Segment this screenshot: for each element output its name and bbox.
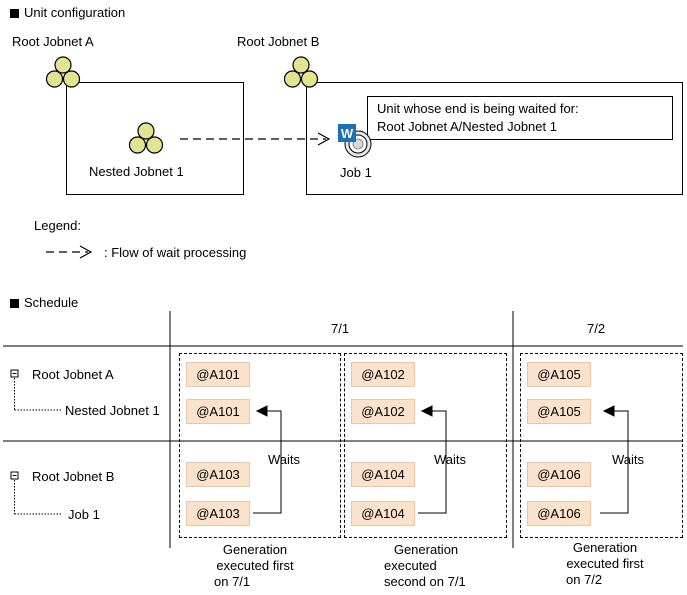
unit-config-heading: Unit configuration: [10, 5, 125, 21]
generation-caption: Generation executed first on 7/1: [210, 542, 300, 590]
generation-group: [520, 353, 683, 538]
bullet-square-icon: [10, 298, 19, 308]
row-label-job: Job 1: [68, 507, 100, 522]
root-jobnet-b-icon: [283, 56, 319, 88]
waits-label: Waits: [268, 452, 301, 467]
generation-box: @A103: [186, 501, 250, 526]
generation-caption: Generation executed second on 7/1: [376, 542, 476, 590]
date-header: 7/1: [331, 321, 350, 336]
caption-line: second on 7/1: [384, 574, 466, 589]
generation-box: @A104: [351, 462, 415, 487]
bullet-square-icon: [10, 8, 19, 18]
wait-target-note-line2: Root Jobnet A/Nested Jobnet 1: [377, 119, 557, 134]
root-jobnet-a-icon: [45, 56, 81, 88]
generation-group: [179, 353, 341, 538]
generation-box: @A104: [351, 501, 415, 526]
schedule-wait-arrows: [253, 405, 629, 514]
job-1-label: Job 1: [340, 165, 372, 180]
nested-jobnet-icon: [128, 122, 164, 154]
caption-line: Generation: [393, 542, 459, 557]
generation-box: @A102: [351, 399, 415, 424]
caption-line: executed first: [216, 558, 294, 573]
legend-arrow-icon: [46, 245, 93, 259]
schedule-grid: [3, 311, 683, 548]
caption-line: Generation: [222, 542, 288, 557]
waits-label: Waits: [612, 452, 645, 467]
schedule-heading-text: Schedule: [24, 295, 79, 310]
generation-box: @A101: [186, 399, 250, 424]
row-label-nested: Nested Jobnet 1: [65, 403, 160, 418]
generation-box: @A102: [351, 362, 415, 387]
caption-line: executed first: [566, 556, 644, 571]
unit-config-heading-text: Unit configuration: [24, 5, 126, 20]
generation-box: @A105: [527, 399, 591, 424]
legend-title: Legend:: [34, 218, 81, 233]
generation-caption: Generation executed first on 7/2: [560, 540, 650, 588]
root-jobnet-b-label: Root Jobnet B: [237, 34, 320, 49]
generation-box: @A103: [186, 462, 250, 487]
caption-line: Generation: [572, 540, 638, 555]
schedule-heading: Schedule: [10, 295, 78, 311]
caption-line: on 7/1: [214, 574, 251, 589]
generation-box: @A105: [527, 362, 591, 387]
legend-arrow-label: : Flow of wait processing: [104, 245, 247, 260]
generation-group: [344, 353, 507, 538]
waits-label: Waits: [434, 452, 467, 467]
job-wait-icon: W: [338, 124, 372, 158]
generation-box: @A101: [186, 362, 250, 387]
nested-jobnet-label: Nested Jobnet 1: [89, 164, 184, 179]
wait-target-note: Unit whose end is being waited for: Root…: [367, 96, 673, 140]
row-label-root-a: Root Jobnet A: [32, 367, 114, 382]
wait-badge-text: W: [341, 126, 354, 141]
caption-line: on 7/2: [566, 572, 603, 587]
wait-target-note-line1: Unit whose end is being waited for:: [377, 101, 579, 116]
caption-line: executed: [384, 558, 437, 573]
root-jobnet-a-label: Root Jobnet A: [12, 34, 94, 49]
generation-box: @A106: [527, 501, 591, 526]
date-header: 7/2: [587, 321, 606, 336]
wait-flow-arrow: [180, 132, 331, 146]
tree-connectors: [10, 369, 62, 515]
row-label-root-b: Root Jobnet B: [32, 469, 115, 484]
generation-box: @A106: [527, 462, 591, 487]
